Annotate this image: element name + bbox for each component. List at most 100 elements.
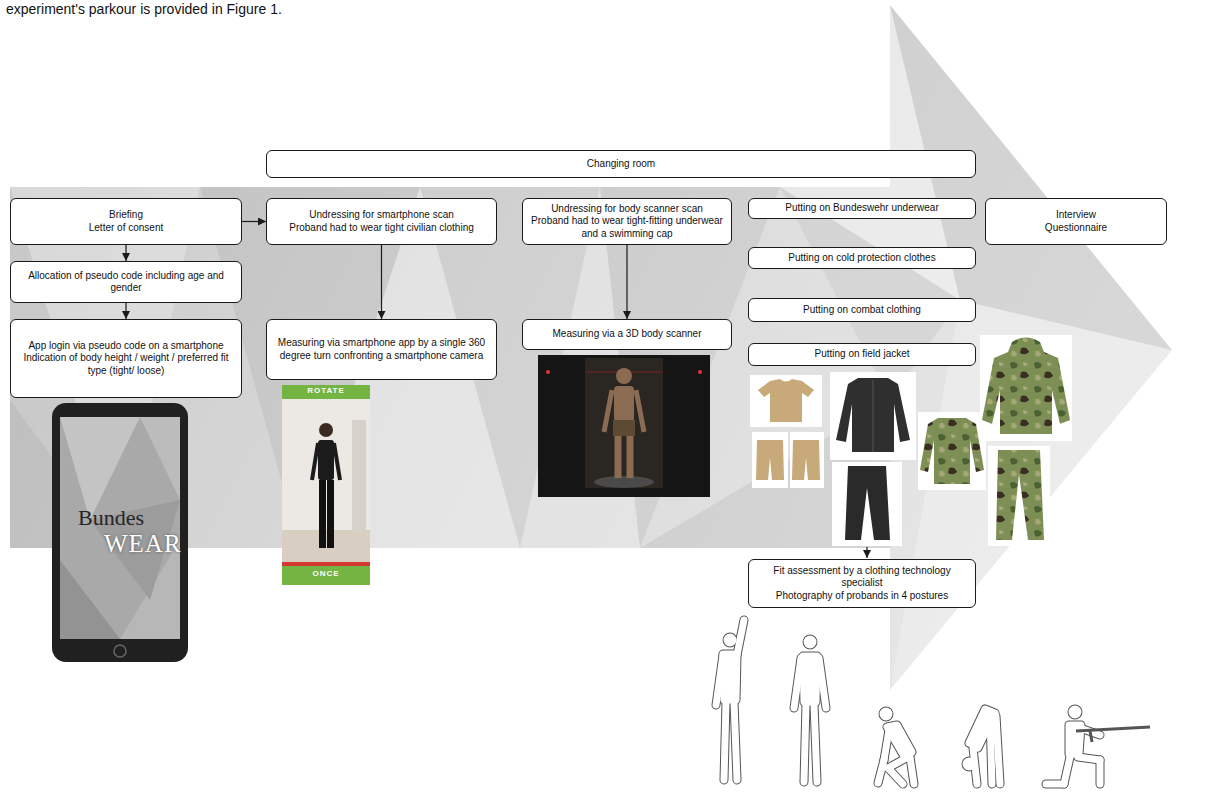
- step-box: Fit assessment by a clothing technology …: [748, 559, 976, 608]
- smartphone-app-mockup: [52, 403, 188, 662]
- clothing-pictures: [988, 446, 1050, 546]
- body-scanner-photo: [594, 476, 654, 488]
- step-box: Putting on field jacket: [748, 343, 976, 366]
- process-arrow-background: [10, 5, 1172, 690]
- smartphone-scan-photo: [282, 385, 370, 399]
- smartphone-scan-photo: [334, 443, 340, 480]
- box-text: Questionnaire: [1045, 222, 1107, 235]
- screen-bar-text: ONCE: [282, 569, 370, 578]
- body-scanner-photo: [585, 358, 663, 488]
- body-scanner-photo: [538, 355, 710, 497]
- body-scanner-photo: [615, 436, 622, 478]
- clothing-pictures: [792, 440, 820, 480]
- step-box: App login via pseudo code on a smartphon…: [10, 319, 242, 398]
- smartphone-app-mockup: [114, 645, 126, 657]
- smartphone-scan-photo: [282, 385, 370, 585]
- box-text: Indication of body height / weight / pre…: [17, 352, 235, 377]
- clothing-pictures: [980, 335, 1072, 441]
- step-box: Putting on Bundeswehr underwear: [748, 198, 976, 219]
- step-box: Undressing for smartphone scanProband ha…: [266, 198, 497, 245]
- process-arrow-background: [780, 187, 960, 400]
- clothing-pictures: [830, 372, 916, 460]
- leader-arrow: [866, 547, 867, 558]
- box-text: Putting on combat clothing: [803, 304, 921, 317]
- body-scanner-photo: [627, 436, 634, 478]
- body-scanner-photo: [614, 386, 634, 422]
- box-text: Photography of probands in 4 postures: [776, 590, 948, 603]
- smartphone-app-mockup: [60, 417, 140, 520]
- box-text: Interview: [1056, 209, 1096, 222]
- cropped-caption-text: experiment's parkour is provided in Figu…: [6, 1, 282, 17]
- flow-arrow: [125, 245, 126, 261]
- clothing-pictures: [750, 375, 822, 427]
- app-logo-text: Bundes: [78, 505, 144, 531]
- body-scanner-photo: [616, 368, 632, 384]
- screen-bar-text: ROTATE: [282, 386, 370, 395]
- body-scanner-photo: [604, 390, 612, 432]
- clothing-pictures: [758, 379, 814, 422]
- box-text: Measuring via a 3D body scanner: [553, 328, 702, 341]
- step-box: Allocation of pseudo code including age …: [10, 261, 242, 303]
- body-scanner-photo: [698, 370, 702, 374]
- smartphone-scan-photo: [282, 562, 370, 566]
- box-text: Undressing for smartphone scan: [309, 209, 454, 222]
- smartphone-scan-photo: [327, 480, 334, 548]
- smartphone-scan-photo: [318, 440, 334, 480]
- box-text: Proband had to wear tight-fitting underw…: [529, 215, 725, 240]
- clothing-pictures: [750, 335, 1072, 546]
- step-box: Putting on combat clothing: [748, 298, 976, 322]
- flow-arrow: [626, 245, 627, 319]
- flow-arrow: [242, 221, 266, 222]
- flow-arrow: [125, 303, 126, 319]
- clothing-pictures: [836, 378, 910, 452]
- process-arrow-background: [10, 5, 1172, 690]
- box-text: Putting on cold protection clothes: [788, 252, 935, 265]
- box-text: Measuring via smartphone app by a single…: [273, 337, 490, 362]
- smartphone-app-mockup: [52, 403, 188, 662]
- clothing-pictures: [756, 440, 784, 480]
- clothing-pictures: [752, 432, 788, 488]
- box-text: Changing room: [587, 158, 655, 171]
- smartphone-scan-photo: [282, 385, 370, 585]
- smartphone-scan-photo: [319, 480, 326, 548]
- box-text: App login via pseudo code on a smartphon…: [28, 340, 223, 353]
- leader-arrow: [867, 547, 868, 558]
- smartphone-app-mockup: [60, 417, 180, 639]
- clothing-pictures: [996, 450, 1044, 540]
- step-box: Putting on cold protection clothes: [748, 247, 976, 269]
- step-box: BriefingLetter of consent: [10, 198, 242, 245]
- smartphone-scan-photo: [282, 566, 370, 585]
- body-scanner-photo: [538, 355, 710, 497]
- body-scanner-photo: [636, 390, 644, 432]
- clothing-pictures: [982, 338, 1070, 435]
- clothing-pictures: [920, 418, 984, 484]
- smartphone-app-mockup: [60, 560, 120, 639]
- box-text: Fit assessment by a clothing technology …: [755, 565, 969, 590]
- box-text: Allocation of pseudo code including age …: [17, 270, 235, 295]
- body-scanner-photo: [546, 370, 550, 374]
- flow-arrow: [381, 245, 382, 319]
- app-logo-text: WEAR: [104, 530, 182, 558]
- box-text: Undressing for body scanner scan: [551, 203, 703, 216]
- clothing-pictures: [832, 462, 902, 546]
- posture-figures: [716, 620, 1150, 784]
- body-scanner-photo: [613, 420, 635, 436]
- clothing-pictures: [790, 432, 824, 488]
- process-arrow-background: [10, 5, 1172, 690]
- posture-figures: [716, 620, 1100, 784]
- box-text: Briefing: [109, 209, 143, 222]
- smartphone-scan-photo: [319, 423, 333, 437]
- posture-figures: [716, 620, 1100, 784]
- step-box: Measuring via smartphone app by a single…: [266, 319, 497, 380]
- box-text: Putting on Bundeswehr underwear: [785, 202, 938, 215]
- step-box: Measuring via a 3D body scanner: [522, 319, 732, 350]
- room-bar: Changing room: [266, 150, 976, 178]
- step-box: InterviewQuestionnaire: [985, 198, 1167, 245]
- step-box: Undressing for body scanner scanProband …: [522, 198, 732, 245]
- posture-figures: [1090, 731, 1092, 742]
- box-text: Putting on field jacket: [814, 348, 909, 361]
- clothing-pictures: [845, 466, 890, 540]
- smartphone-scan-photo: [312, 443, 318, 480]
- clothing-pictures: [873, 380, 874, 452]
